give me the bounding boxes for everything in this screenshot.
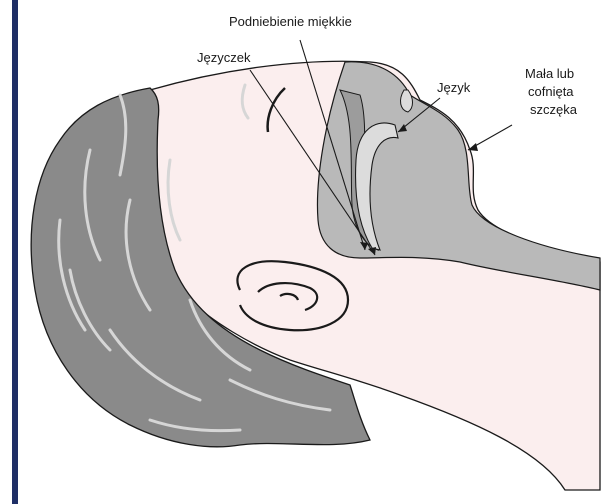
label-jaw-line3: szczęka <box>530 102 578 117</box>
label-uvula: Języczek <box>197 50 251 65</box>
label-tongue: Język <box>437 80 471 95</box>
label-soft-palate: Podniebienie miękkie <box>229 14 352 29</box>
frame-bar <box>12 0 18 504</box>
label-jaw-line2: cofnięta <box>528 84 574 99</box>
label-jaw-line1: Mała lub <box>525 66 574 81</box>
